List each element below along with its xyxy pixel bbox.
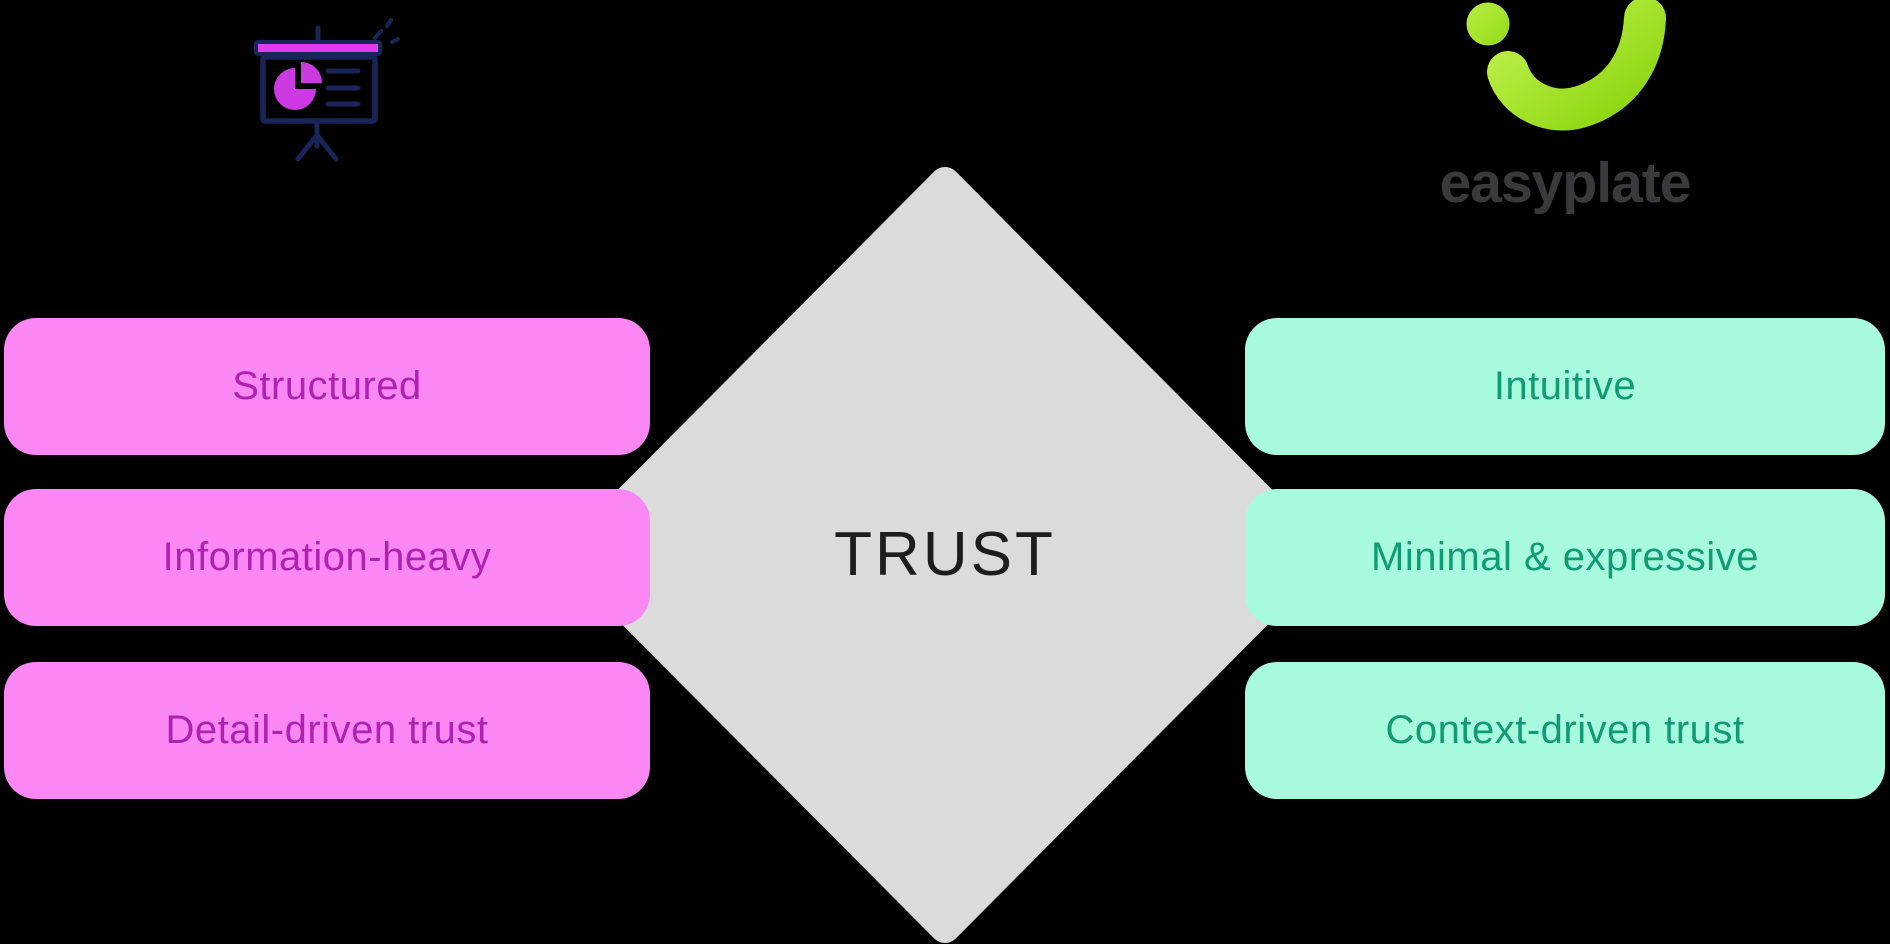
presentation-chart-icon (254, 18, 400, 162)
board-top-bar (254, 40, 382, 56)
left-pill-label: Detail-driven trust (165, 708, 489, 752)
left-pill-structured: Structured (4, 318, 650, 455)
diamond-shape (559, 167, 1331, 943)
right-pill-intuitive: Intuitive (1245, 318, 1885, 455)
right-pill-label: Minimal & expressive (1371, 535, 1759, 579)
stand-leg-left (295, 132, 320, 162)
left-pill-label: Information-heavy (162, 535, 492, 579)
right-pill-context-driven-trust: Context-driven trust (1245, 662, 1885, 799)
right-pill-minimal-expressive: Minimal & expressive (1245, 489, 1885, 626)
stand-leg-right (314, 132, 339, 162)
trust-label: TRUST (834, 520, 1056, 589)
left-pill-label: Structured (232, 364, 422, 408)
sparkle-ray-1 (373, 29, 383, 40)
pie-chart-wedge (301, 62, 322, 83)
right-pill-label: Intuitive (1493, 364, 1637, 408)
left-pill-detail-driven-trust: Detail-driven trust (4, 662, 650, 799)
sparkle-ray-3 (390, 37, 400, 44)
left-pill-information-heavy: Information-heavy (4, 489, 650, 626)
easyplate-smile-logo (1466, 0, 1666, 131)
sparkle-ray-2 (385, 18, 393, 28)
right-pill-label: Context-driven trust (1385, 708, 1745, 752)
pie-chart-body (274, 68, 316, 110)
logo-dot (1466, 2, 1510, 46)
brand-wordmark: easyplate (1439, 151, 1692, 215)
logo-smile-swoosh (1487, 0, 1666, 131)
